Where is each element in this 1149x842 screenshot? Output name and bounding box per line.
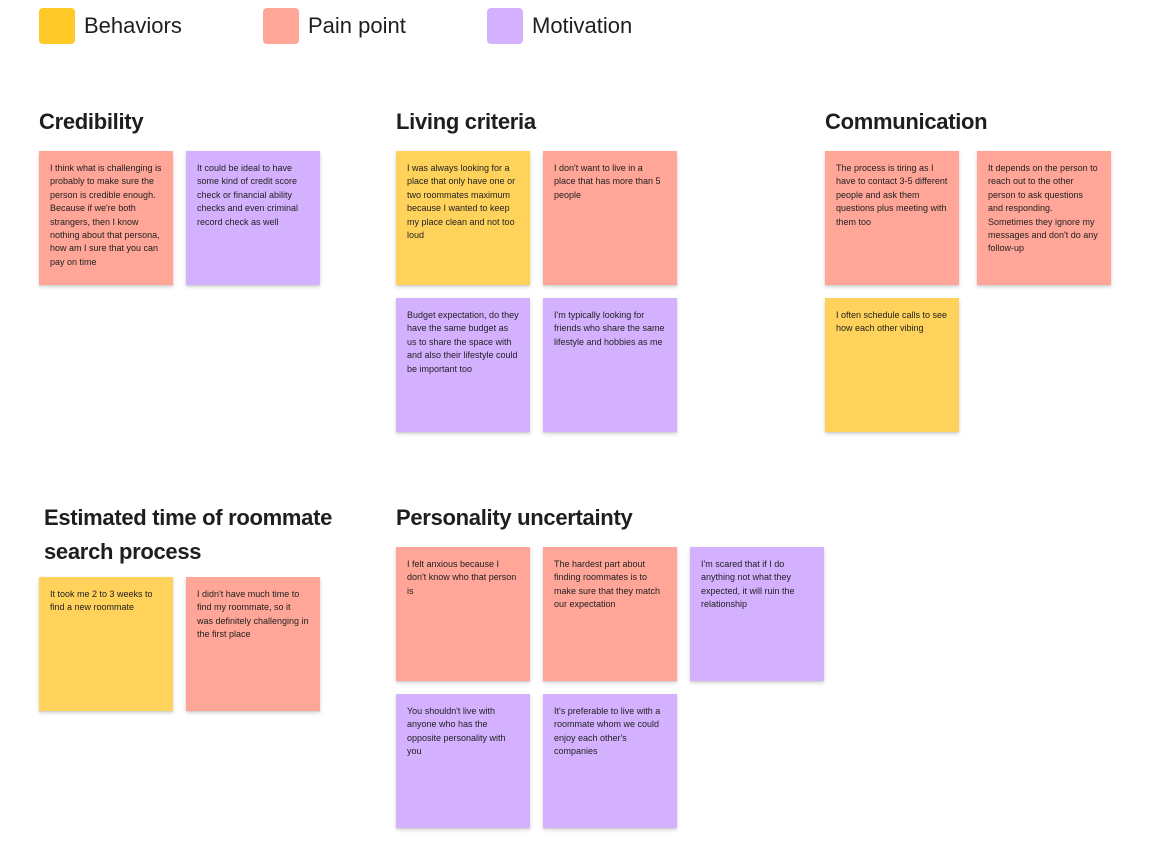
legend-swatch-pain-point xyxy=(263,8,299,44)
sticky-note[interactable]: I often schedule calls to see how each o… xyxy=(825,298,959,432)
section-title-living-criteria: Living criteria xyxy=(396,109,536,134)
section-title-credibility: Credibility xyxy=(39,109,144,134)
sticky-note[interactable]: It could be ideal to have some kind of c… xyxy=(186,151,320,285)
section-title-estimated-time: Estimated time of roommate search proces… xyxy=(44,501,332,569)
sticky-note[interactable]: I didn't have much time to find my roomm… xyxy=(186,577,320,711)
legend-swatch-behaviors xyxy=(39,8,75,44)
sticky-note-text: It could be ideal to have some kind of c… xyxy=(197,163,299,227)
sticky-note-text: It took me 2 to 3 weeks to find a new ro… xyxy=(50,589,153,613)
legend-swatch-motivation xyxy=(487,8,523,44)
sticky-note-text: I don't want to live in a place that has… xyxy=(554,163,661,200)
sticky-note[interactable]: The hardest part about finding roommates… xyxy=(543,547,677,681)
section-title-line: search process xyxy=(44,539,202,564)
sticky-note-text: I felt anxious because I don't know who … xyxy=(407,559,517,596)
sticky-note-text: I was always looking for a place that on… xyxy=(407,163,516,241)
section-title-personality: Personality uncertainty xyxy=(396,505,633,530)
sticky-note[interactable]: It's preferable to live with a roommate … xyxy=(543,694,677,828)
legend-label-behaviors: Behaviors xyxy=(84,13,182,38)
sticky-note-text: I didn't have much time to find my roomm… xyxy=(197,589,309,640)
sticky-note[interactable]: I felt anxious because I don't know who … xyxy=(396,547,530,681)
sticky-note[interactable]: I don't want to live in a place that has… xyxy=(543,151,677,285)
sticky-note-text: It's preferable to live with a roommate … xyxy=(554,706,661,757)
legend-label-pain-point: Pain point xyxy=(308,13,406,38)
sticky-note[interactable]: The process is tiring as I have to conta… xyxy=(825,151,959,285)
sticky-note-text: The hardest part about finding roommates… xyxy=(554,559,661,610)
legend-item-behaviors: Behaviors xyxy=(39,8,182,44)
sticky-note[interactable]: I think what is challenging is probably … xyxy=(39,151,173,285)
sticky-note[interactable]: It depends on the person to reach out to… xyxy=(977,151,1111,285)
sticky-note-text: The process is tiring as I have to conta… xyxy=(836,163,948,227)
sticky-note[interactable]: Budget expectation, do they have the sam… xyxy=(396,298,530,432)
sticky-note[interactable]: You shouldn't live with anyone who has t… xyxy=(396,694,530,828)
legend-label-motivation: Motivation xyxy=(532,13,633,38)
sticky-note-text: Budget expectation, do they have the sam… xyxy=(407,310,519,374)
legend-item-motivation: Motivation xyxy=(487,8,632,44)
sticky-note-text: I think what is challenging is probably … xyxy=(50,163,162,267)
sticky-note-text: It depends on the person to reach out to… xyxy=(988,163,1098,254)
section-title-line: Estimated time of roommate xyxy=(44,505,333,530)
sticky-note[interactable]: I was always looking for a place that on… xyxy=(396,151,530,285)
sticky-note-text: I'm typically looking for friends who sh… xyxy=(554,310,665,347)
sticky-note-text: I often schedule calls to see how each o… xyxy=(836,310,948,334)
sticky-note[interactable]: I'm typically looking for friends who sh… xyxy=(543,298,677,432)
section-title-communication: Communication xyxy=(825,109,988,134)
sticky-note-text: I'm scared that if I do anything not wha… xyxy=(701,559,795,610)
sticky-note[interactable]: It took me 2 to 3 weeks to find a new ro… xyxy=(39,577,173,711)
legend-item-pain-point: Pain point xyxy=(263,8,406,44)
sticky-note[interactable]: I'm scared that if I do anything not wha… xyxy=(690,547,824,681)
sticky-note-text: You shouldn't live with anyone who has t… xyxy=(407,706,506,757)
